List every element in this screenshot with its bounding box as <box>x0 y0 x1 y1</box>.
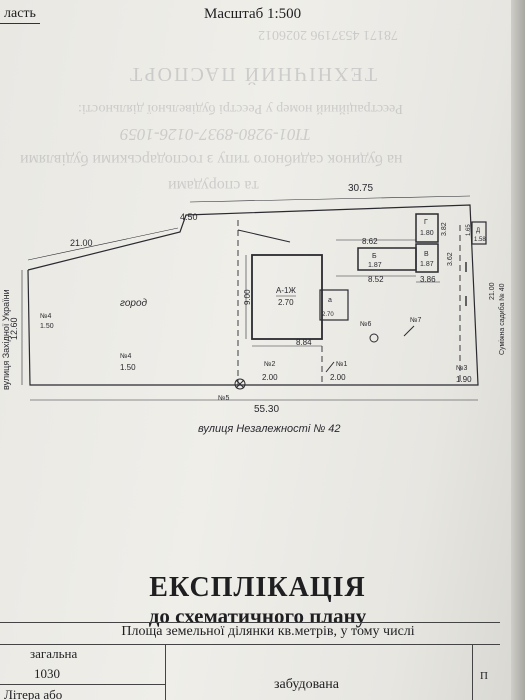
building-d <box>471 221 487 245</box>
dim-diagonal: 4.50 <box>180 212 198 222</box>
parcel-boundary <box>27 204 479 386</box>
structure-1-val: 2.00 <box>330 373 346 382</box>
building-b-label: Б <box>372 253 377 260</box>
building-a <box>251 254 323 340</box>
well-symbol <box>369 333 379 343</box>
pit-symbol <box>234 378 246 390</box>
structure-5-num: №5 <box>218 395 230 402</box>
explication-title: ЕКСПЛІКАЦІЯ <box>149 572 366 603</box>
building-a-label: А-1Ж <box>276 286 296 295</box>
garden-label: город <box>120 298 148 309</box>
structure-1-num: №1 <box>336 361 348 368</box>
building-g-dim-side: 3.82 <box>441 222 448 236</box>
building-g-height: 1.80 <box>420 230 434 237</box>
porch-label: а <box>328 297 332 304</box>
table-header: Площа земельної ділянки кв.метрів, у том… <box>121 624 415 639</box>
explication-subtitle: до схематичного плану <box>148 604 367 628</box>
structure-4a-num: №4 <box>40 313 52 320</box>
street-left: вулиця Західної України <box>1 289 11 390</box>
structure-4a-val: 1.50 <box>40 323 54 330</box>
building-a-dim-h: 8.84 <box>296 338 312 347</box>
col-total: загальна <box>30 646 78 661</box>
structure-4b-val: 1.50 <box>120 363 136 372</box>
table-side-label: П <box>480 670 488 682</box>
row-litera: Літера або <box>4 687 63 700</box>
structure-3-num: №3 <box>456 365 468 372</box>
structure-7-num: №7 <box>410 317 422 324</box>
building-b-height: 1.87 <box>368 262 382 269</box>
dim-right: 21.00 <box>489 282 496 300</box>
structure-2-num: №2 <box>264 361 276 368</box>
building-a-height: 2.70 <box>278 298 294 307</box>
col-built: забудована <box>274 677 339 692</box>
porch-a <box>319 289 349 321</box>
structure-2-val: 2.00 <box>262 373 278 382</box>
building-d-height: 1.58 <box>474 237 486 243</box>
structure-6-num: №6 <box>360 321 372 328</box>
street-bottom: вулиця Незалежності № 42 <box>198 423 341 435</box>
region-underline <box>0 23 40 24</box>
structure-4b-num: №4 <box>120 353 132 360</box>
total-value: 1030 <box>34 666 60 681</box>
porch-height: 2.70 <box>322 312 334 318</box>
building-d-dim: 1.65 <box>466 224 472 236</box>
building-v-dim-side: 3.62 <box>447 252 454 266</box>
building-v-height: 1.87 <box>420 261 434 268</box>
dim-top: 30.75 <box>348 183 373 194</box>
building-g <box>415 213 439 243</box>
dim-bottom: 55.30 <box>254 404 279 415</box>
explication-table: Площа земельної ділянки кв.метрів, у том… <box>0 612 515 700</box>
building-a-dim-v: 9.00 <box>243 289 252 305</box>
region-label: ласть <box>4 6 36 21</box>
site-plan: 30.75 4.50 21.00 12.60 вулиця Західної У… <box>1 183 506 435</box>
building-b <box>357 247 417 271</box>
scale-label: Масштаб 1:500 <box>204 6 302 22</box>
building-d-label: Д <box>476 228 480 234</box>
building-g-label: Г <box>424 219 428 226</box>
page-edge-shadow <box>511 0 525 700</box>
street-right: Суміжна садиба № 40 <box>498 283 506 355</box>
dim-left: 12.60 <box>9 317 19 340</box>
building-b-dim-bottom: 8.52 <box>368 275 384 284</box>
structure-3-val: 1.90 <box>456 375 472 384</box>
dim-left-top: 21.00 <box>70 238 93 248</box>
building-b-dim-top: 8.62 <box>362 237 378 246</box>
building-v-dim: 3.86 <box>420 275 436 284</box>
building-v <box>415 243 439 273</box>
building-v-label: В <box>424 251 429 258</box>
